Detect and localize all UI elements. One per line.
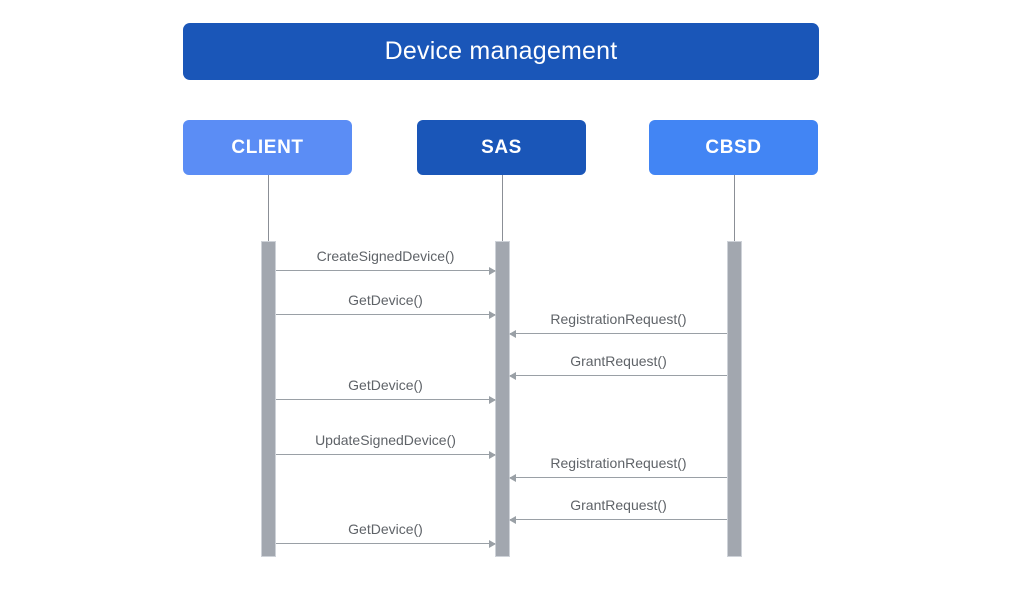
activation-bar-cbsd: [727, 241, 742, 557]
message-line: [276, 270, 495, 271]
activation-bar-sas: [495, 241, 510, 557]
message-line: [510, 333, 727, 334]
message-line: [510, 375, 727, 376]
arrow-right-icon: [489, 266, 496, 275]
message-line: [276, 454, 495, 455]
lifeline-client: [268, 175, 269, 241]
actor-label-sas: SAS: [481, 137, 522, 158]
diagram-title-banner: Device management: [183, 23, 819, 80]
message-label: GrantRequest(): [570, 497, 667, 513]
actor-label-client: CLIENT: [231, 137, 304, 158]
arrow-right-icon: [489, 539, 496, 548]
message-line: [276, 543, 495, 544]
message-line: [510, 519, 727, 520]
message-label: UpdateSignedDevice(): [315, 432, 456, 448]
message-label: GrantRequest(): [570, 353, 667, 369]
message-label: RegistrationRequest(): [550, 455, 687, 471]
lifeline-cbsd: [734, 175, 735, 241]
message-label: GetDevice(): [348, 521, 423, 537]
message-label: GetDevice(): [348, 377, 423, 393]
arrow-right-icon: [489, 450, 496, 459]
message-line: [276, 314, 495, 315]
arrow-left-icon: [509, 329, 516, 338]
message-label: CreateSignedDevice(): [316, 248, 455, 264]
actor-box-client[interactable]: CLIENT: [183, 120, 352, 175]
message-line: [510, 477, 727, 478]
actor-box-cbsd[interactable]: CBSD: [649, 120, 818, 175]
message-label: GetDevice(): [348, 292, 423, 308]
arrow-left-icon: [509, 371, 516, 380]
lifeline-sas: [502, 175, 503, 241]
actor-label-cbsd: CBSD: [705, 137, 762, 158]
actor-box-sas[interactable]: SAS: [417, 120, 586, 175]
arrow-right-icon: [489, 395, 496, 404]
diagram-title: Device management: [384, 37, 618, 65]
activation-bar-client: [261, 241, 276, 557]
arrow-left-icon: [509, 473, 516, 482]
arrow-left-icon: [509, 515, 516, 524]
arrow-right-icon: [489, 310, 496, 319]
message-line: [276, 399, 495, 400]
message-label: RegistrationRequest(): [550, 311, 687, 327]
